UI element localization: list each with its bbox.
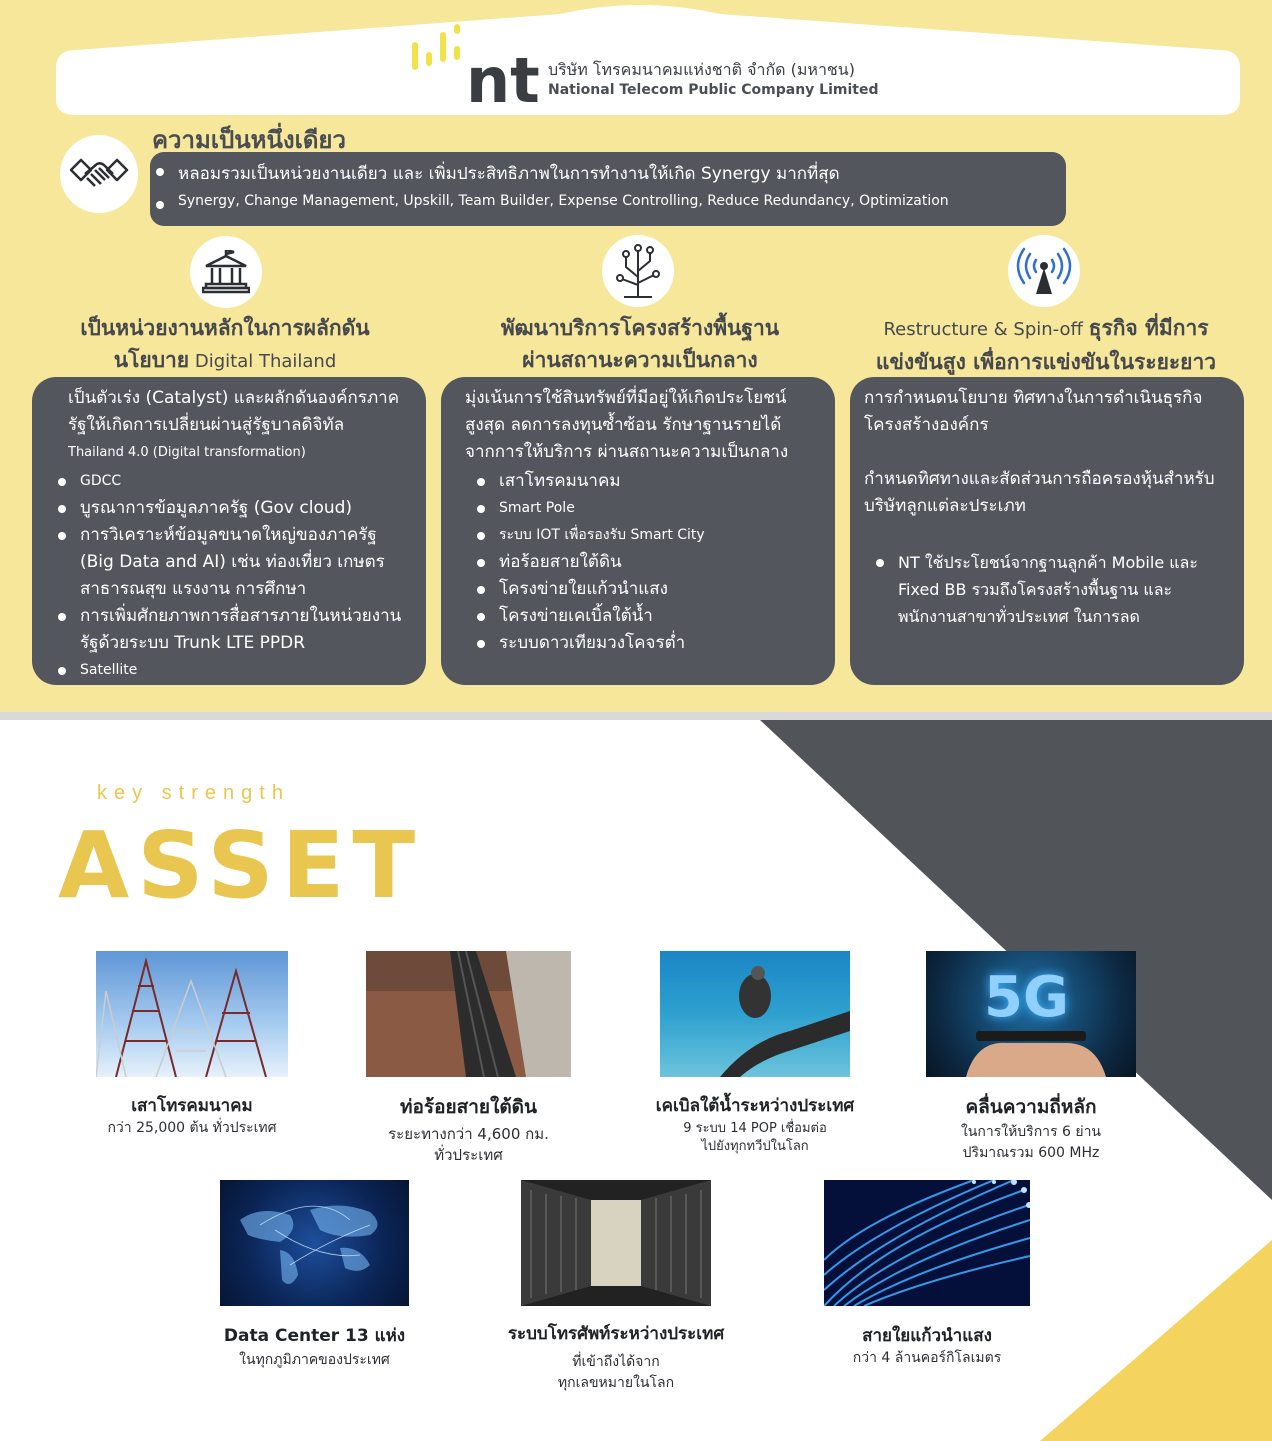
header-peak-shape bbox=[56, 5, 1240, 115]
svg-text:nt: nt bbox=[466, 44, 540, 108]
list-item: Smart Pole bbox=[465, 495, 821, 522]
pillar-3-title-line1-light: Restructure & Spin-off bbox=[883, 319, 1089, 340]
pillar-1-subtext: Thailand 4.0 (Digital transformation) bbox=[68, 445, 306, 460]
asset-name: สายใยแก้วนำแสง bbox=[862, 1326, 992, 1346]
pillar-1-title-line2: นโยบาย bbox=[113, 348, 190, 372]
government-building-icon bbox=[190, 236, 262, 308]
pillar-1-list: GDCC บูรณาการข้อมูลภาครัฐ (Gov cloud) กา… bbox=[46, 468, 412, 684]
unity-bullet-box: หลอมรวมเป็นหน่วยงานเดียว และ เพิ่มประสิท… bbox=[150, 152, 1066, 226]
broadcast-tower-icon bbox=[1008, 235, 1080, 307]
list-item: Satellite bbox=[46, 657, 412, 684]
nt-strategy-panel: nt บริษัท โทรคมนาคมแห่งชาติ จำกัด (มหาชน… bbox=[0, 0, 1272, 712]
pillar-3-text: บริษัทลูกแต่ละประเภท bbox=[864, 496, 1026, 516]
pillar-2-title-line1: พัฒนาบริการโครงสร้างพื้นฐาน bbox=[500, 316, 780, 340]
nt-logo: nt bbox=[412, 24, 540, 108]
underground-conduit-image bbox=[366, 951, 571, 1077]
submarine-cable-image bbox=[660, 951, 850, 1077]
list-item: ระบบ IOT เพื่อรองรับ Smart City bbox=[465, 522, 821, 549]
pillar-1-box: เป็นตัวเร่ง (Catalyst) และผลักดันองค์กรภ… bbox=[32, 377, 426, 685]
asset-desc: ในทุกภูมิภาคของประเทศ bbox=[200, 1350, 429, 1371]
asset-desc-line: กว่า 25,000 ต้น ทั่วประเทศ bbox=[107, 1120, 277, 1136]
pillar-1-title-line1: เป็นหน่วยงานหลักในการผลักดัน bbox=[80, 316, 370, 340]
5g-frequency-image: 5G bbox=[926, 951, 1136, 1077]
list-item: การเพิ่มศักยภาพการสื่อสารภายในหน่วยงานรั… bbox=[46, 603, 412, 657]
asset-name: ท่อร้อยสายใต้ดิน bbox=[399, 1096, 538, 1118]
asset-desc-line: กว่า 4 ล้านคอร์กิโลเมตร bbox=[852, 1350, 1002, 1366]
pillar-2-list: เสาโทรคมนาคม Smart Pole ระบบ IOT เพื่อรอ… bbox=[465, 468, 821, 657]
asset-desc: 9 ระบบ 14 POP เชื่อมต่อ ไปยังทุกทวีปในโล… bbox=[640, 1120, 870, 1156]
asset-desc: ระยะทางกว่า 4,600 กม. ทั่วประเทศ bbox=[346, 1124, 591, 1166]
asset-desc-line: ในทุกภูมิภาคของประเทศ bbox=[239, 1352, 390, 1368]
server-room-image bbox=[521, 1180, 711, 1306]
pillar-3-title-line1: ธุรกิจ ที่มีการ bbox=[1088, 316, 1209, 340]
pillar-2-text: มุ่งเน้นการใช้สินทรัพย์ที่มีอยู่ให้เกิดป… bbox=[465, 388, 787, 408]
asset-name: คลื่นความถี่หลัก bbox=[965, 1096, 1097, 1118]
list-item: ระบบดาวเทียมวงโคจรต่ำ bbox=[465, 630, 821, 657]
pillar-1-text: เป็นตัวเร่ง (Catalyst) และผลักดันองค์กรภ… bbox=[68, 388, 400, 408]
asset-name: Data Center 13 แห่ง bbox=[223, 1326, 406, 1346]
pillar-2-box: มุ่งเน้นการใช้สินทรัพย์ที่มีอยู่ให้เกิดป… bbox=[441, 377, 835, 685]
asset-desc-line: ปริมาณรวม 600 MHz bbox=[962, 1145, 1100, 1161]
pillar-3-list: NT ใช้ประโยชน์จากฐานลูกค้า Mobile และ Fi… bbox=[864, 549, 1230, 630]
handshake-icon bbox=[60, 135, 138, 213]
list-item: NT ใช้ประโยชน์จากฐานลูกค้า Mobile และ Fi… bbox=[864, 549, 1230, 630]
list-item: บูรณาการข้อมูลภาครัฐ (Gov cloud) bbox=[46, 495, 412, 522]
5g-label: 5G bbox=[984, 965, 1069, 1030]
list-item: ท่อร้อยสายใต้ดิน bbox=[465, 549, 821, 576]
company-name-english: National Telecom Public Company Limited bbox=[548, 82, 879, 98]
section-divider bbox=[0, 712, 1272, 720]
asset-desc-line: ทั่วประเทศ bbox=[434, 1146, 503, 1164]
pillar-2-text: จากการให้บริการ ผ่านสถานะความเป็นกลาง bbox=[465, 442, 789, 462]
list-item: การวิเคราะห์ข้อมูลขนาดใหญ่ของภาครัฐ (Big… bbox=[46, 522, 412, 603]
asset-desc: กว่า 4 ล้านคอร์กิโลเมตร bbox=[817, 1348, 1037, 1369]
list-item: โครงข่ายใยแก้วนำแสง bbox=[465, 576, 821, 603]
pillar-2-title: พัฒนาบริการโครงสร้างพื้นฐาน ผ่านสถานะควา… bbox=[455, 312, 825, 376]
asset-desc: ที่เข้าถึงได้จาก ทุกเลขหมายในโลก bbox=[506, 1352, 726, 1394]
pillar-1-title-line2-light: Digital Thailand bbox=[189, 351, 337, 372]
unity-bullet: Synergy, Change Management, Upskill, Tea… bbox=[156, 193, 1052, 209]
section-kicker: key strength bbox=[97, 782, 290, 804]
asset-desc-line: ทุกเลขหมายในโลก bbox=[557, 1375, 675, 1391]
asset-desc-line: ไปยังทุกทวีปในโลก bbox=[701, 1139, 809, 1154]
circuit-tree-icon bbox=[602, 235, 674, 307]
telecom-tower-image bbox=[96, 951, 288, 1077]
fiber-optic-image bbox=[824, 1180, 1030, 1306]
list-item: GDCC bbox=[46, 468, 412, 495]
asset-desc-line: ในการให้บริการ 6 ย่าน bbox=[960, 1124, 1102, 1140]
unity-title: ความเป็นหนึ่งเดียว bbox=[152, 126, 346, 154]
asset-name: เคเบิลใต้น้ำระหว่างประเทศ bbox=[655, 1096, 855, 1116]
pillar-1-title: เป็นหน่วยงานหลักในการผลักดัน นโยบาย Digi… bbox=[40, 312, 410, 378]
asset-section: key strength ASSET 5G bbox=[0, 720, 1272, 1441]
pillar-1-text: รัฐให้เกิดการเปลี่ยนผ่านสู่รัฐบาลดิจิทัล bbox=[68, 415, 345, 435]
asset-desc-line: ที่เข้าถึงได้จาก bbox=[572, 1354, 660, 1370]
data-center-network-image bbox=[220, 1180, 409, 1306]
unity-bullet: หลอมรวมเป็นหน่วยงานเดียว และ เพิ่มประสิท… bbox=[156, 160, 1052, 187]
pillar-3-title: Restructure & Spin-off ธุรกิจ ที่มีการ แ… bbox=[852, 312, 1240, 378]
asset-name: เสาโทรคมนาคม bbox=[131, 1096, 253, 1116]
company-name-thai: บริษัท โทรคมนาคมแห่งชาติ จำกัด (มหาชน) bbox=[548, 60, 855, 79]
pillar-3-spacer bbox=[864, 439, 1230, 466]
pillar-3-text: การกำหนดนโยบาย ทิศทางในการดำเนินธุรกิจ bbox=[864, 388, 1203, 408]
pillar-3-box: การกำหนดนโยบาย ทิศทางในการดำเนินธุรกิจ โ… bbox=[850, 377, 1244, 685]
section-title: ASSET bbox=[58, 812, 424, 919]
asset-desc: ในการให้บริการ 6 ย่าน ปริมาณรวม 600 MHz bbox=[916, 1122, 1146, 1164]
pillar-3-text: โครงสร้างองค์กร bbox=[864, 415, 989, 435]
asset-desc-line: ระยะทางกว่า 4,600 กม. bbox=[388, 1125, 549, 1143]
list-item: เสาโทรคมนาคม bbox=[465, 468, 821, 495]
pillar-3-spacer bbox=[864, 520, 1230, 547]
pillar-2-text: สูงสุด ลดการลงทุนซ้ำซ้อน รักษาฐานรายได้ bbox=[465, 415, 782, 435]
asset-desc-line: 9 ระบบ 14 POP เชื่อมต่อ bbox=[683, 1121, 827, 1136]
pillar-2-title-line2: ผ่านสถานะความเป็นกลาง bbox=[522, 348, 758, 372]
pillar-3-text: กำหนดทิศทางและสัดส่วนการถือครองหุ้นสำหรั… bbox=[864, 469, 1215, 489]
asset-desc: กว่า 25,000 ต้น ทั่วประเทศ bbox=[66, 1118, 318, 1139]
asset-name: ระบบโทรศัพท์ระหว่างประเทศ bbox=[507, 1324, 725, 1344]
list-item: โครงข่ายเคเบิ้ลใต้น้ำ bbox=[465, 603, 821, 630]
pillar-3-title-line2: แข่งขันสูง เพื่อการแข่งขันในระยะยาว bbox=[875, 350, 1217, 374]
